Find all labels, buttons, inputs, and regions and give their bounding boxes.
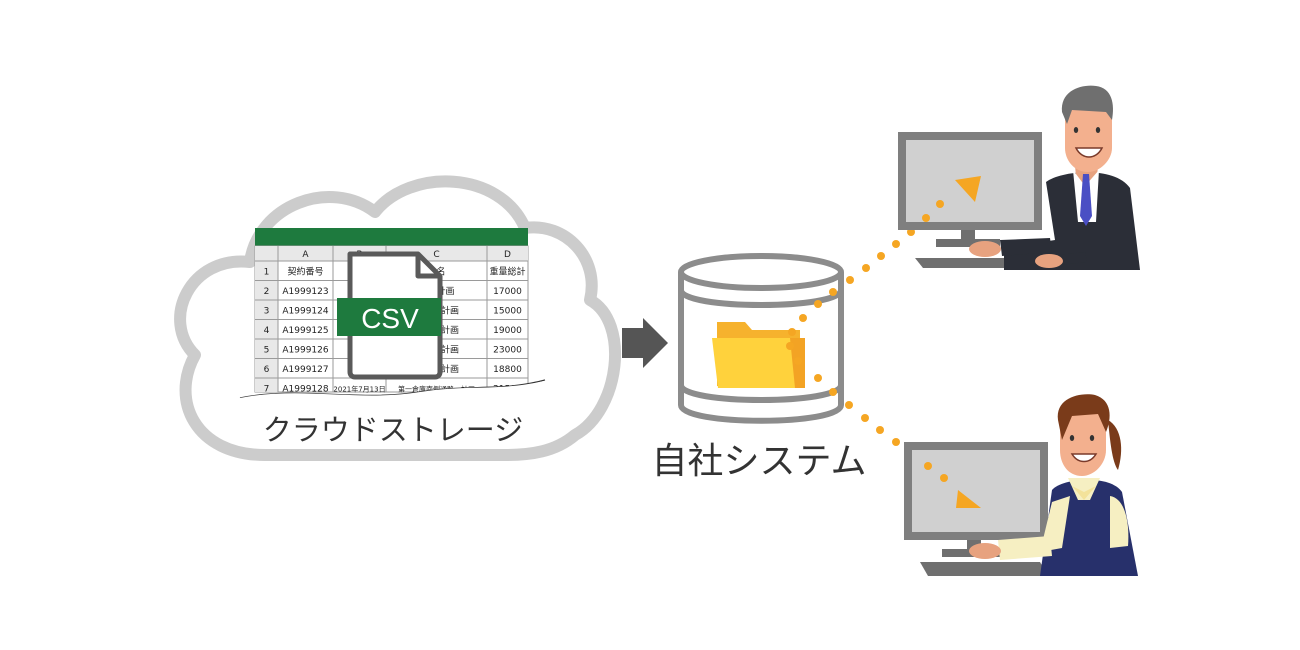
sheet-cell: A1999125	[282, 326, 328, 336]
sheet-column-header: A	[302, 250, 309, 260]
sheet-header-bar	[255, 228, 528, 246]
csv-label: CSV	[361, 303, 419, 334]
sheet-column-header: D	[504, 250, 511, 260]
sheet-row-number: 4	[264, 326, 270, 336]
arrow-right-icon	[622, 318, 668, 368]
sheet-row-number: 7	[264, 385, 270, 395]
sheet-row-number: 5	[264, 346, 270, 356]
sheet-cell: 重量総計	[489, 266, 525, 278]
sheet-row-number: 2	[264, 287, 270, 297]
sheet-cell: 2021年7月13日	[333, 385, 385, 394]
sheet-row-number: 6	[264, 365, 270, 375]
sheet-cell: 契約番号	[287, 266, 323, 278]
csv-label-band	[337, 298, 441, 336]
sheet-cell: A1999128	[282, 385, 329, 395]
sheet-cell: 19000	[493, 326, 522, 336]
sheet-cell: A1999124	[282, 307, 329, 317]
sheet-cell: A1999126	[282, 346, 329, 356]
cloud-storage-label: クラウドストレージ	[263, 413, 523, 447]
csv-file-icon: CSV	[337, 251, 443, 380]
sheet-row-number: 3	[264, 307, 270, 317]
sheet-cell: A1999123	[282, 287, 328, 297]
sheet-column-header: C	[433, 250, 439, 260]
sheet-cell: 18800	[493, 365, 522, 375]
sheet-cell: A1999127	[282, 365, 328, 375]
sheet-cell: 17000	[493, 287, 522, 297]
system-label: 自社システム	[652, 441, 867, 482]
businesswoman-icon	[969, 394, 1138, 576]
sheet-cell: 第一倉庫南側通路 計画	[398, 385, 475, 394]
sheet-row-number: 1	[264, 268, 270, 278]
businessman-icon	[969, 85, 1140, 270]
sheet-cell: 23000	[493, 346, 522, 356]
torn-edge-mask	[238, 380, 548, 420]
monitor-icon	[904, 442, 1048, 576]
sheet-cell: 15000	[493, 307, 522, 317]
